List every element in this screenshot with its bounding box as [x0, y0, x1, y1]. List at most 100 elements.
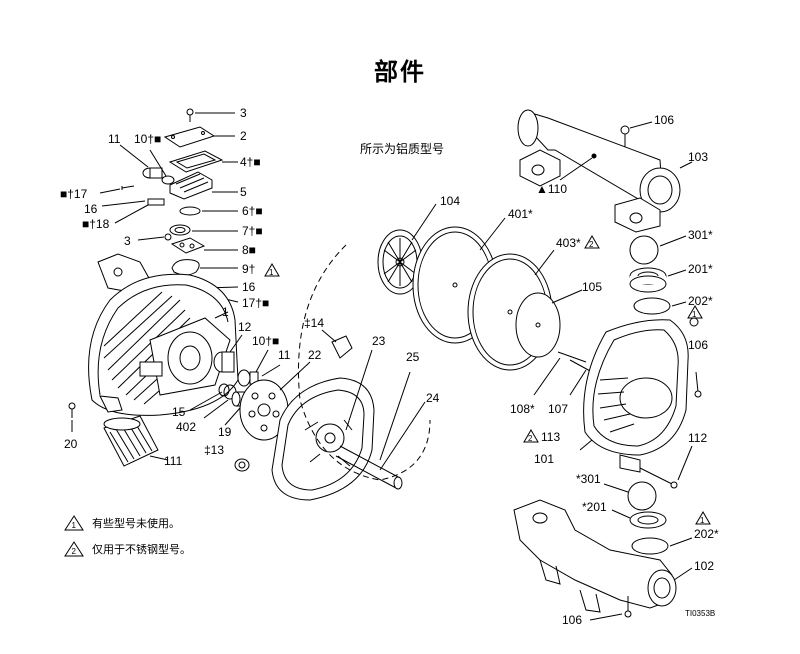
- screw-3-top: [186, 108, 235, 122]
- nut-13: [234, 458, 250, 472]
- part-label: 10†■: [134, 132, 161, 146]
- oring-202-top: [633, 297, 687, 315]
- warn-num: 1: [692, 310, 697, 319]
- ring-10-top: [149, 149, 175, 185]
- note-2: 2 仅用于不锈钢型号。: [64, 538, 191, 560]
- part-label: 106: [562, 613, 582, 627]
- part-label: 104: [440, 194, 460, 208]
- part-label: 15: [172, 405, 186, 419]
- warning-triangle-icon: 2: [64, 541, 84, 557]
- part-label: 301*: [688, 228, 713, 242]
- screw-3-lower: [137, 233, 172, 241]
- part-label: 3: [124, 234, 131, 248]
- muffler-111: [103, 415, 169, 467]
- part-label: 25: [406, 350, 420, 364]
- part-label: 9†: [242, 262, 255, 276]
- warning-triangle-icon: 1: [64, 515, 84, 531]
- cover-plate-2: [163, 126, 235, 148]
- part-label: ■†18: [82, 217, 110, 231]
- part-label: 111: [164, 454, 183, 468]
- warning-triangle-icon: [523, 429, 539, 443]
- part-label: 201*: [688, 262, 713, 276]
- note-number: 1: [72, 521, 77, 530]
- part-label: 11: [108, 132, 121, 146]
- part-label: *201: [582, 500, 607, 514]
- fitting-11-top: [119, 144, 163, 179]
- warning-triangle-icon: [687, 305, 703, 319]
- part-label: 113: [541, 430, 560, 444]
- screw-106-bottom: [589, 596, 632, 621]
- part-label: 102: [694, 559, 714, 573]
- drawing-code: TI0353B: [685, 609, 716, 618]
- warning-triangle-icon: [584, 235, 600, 249]
- part-label: 108*: [510, 402, 535, 416]
- part-label: 12: [238, 320, 252, 334]
- part-label: 16: [242, 280, 256, 294]
- bolt-112: [639, 445, 693, 489]
- parts-10-11-lower: [237, 349, 281, 387]
- oring-202-bottom: [631, 537, 693, 555]
- part-label: 22: [308, 348, 322, 362]
- ball-301-bottom: [603, 481, 657, 511]
- shaft-24: [335, 401, 426, 490]
- part-label: 16: [84, 202, 98, 216]
- ball-301-top: [629, 235, 687, 265]
- diaphragm-105: [515, 289, 583, 358]
- part-label: ▲110: [536, 182, 567, 196]
- part-label: 10†■: [252, 334, 279, 348]
- assembly-dashed-line: [297, 244, 431, 481]
- part-label: 4†■: [240, 155, 261, 169]
- seal-7: [169, 224, 238, 236]
- plate-8: [170, 237, 238, 254]
- warning-triangle-icon: [695, 511, 711, 525]
- screw-20: [68, 402, 76, 432]
- part-label: 107: [548, 402, 568, 416]
- air-housing-1: [88, 253, 239, 416]
- page-title: 部件: [374, 59, 426, 86]
- part-label: 19: [218, 425, 232, 439]
- part-label: 23: [372, 334, 386, 348]
- part-label: 20: [64, 437, 78, 451]
- part-label: 1: [222, 305, 229, 319]
- part-label: 202*: [688, 294, 713, 308]
- note-text: 有些型号未使用。: [92, 518, 180, 530]
- seat-201-bottom: [611, 509, 667, 529]
- gasket-9: [171, 259, 238, 276]
- part-label: ‡14: [304, 316, 324, 330]
- fitting-14: [321, 329, 353, 359]
- part-label: 6†■: [242, 204, 263, 218]
- part-label: 11: [278, 348, 291, 362]
- part-label: 24: [426, 391, 440, 405]
- part-label: 2: [240, 129, 247, 143]
- notes-legend: 1 有些型号未使用。 2 仅用于不锈钢型号。: [64, 512, 191, 564]
- warning-triangle-icon: [264, 263, 280, 277]
- note-number: 2: [72, 547, 77, 556]
- pin-17-16-18: [99, 185, 165, 224]
- leader-25: [379, 371, 411, 461]
- air-valve-5: [169, 171, 238, 200]
- note-text: 仅用于不锈钢型号。: [92, 544, 191, 556]
- warn-num: 1: [269, 268, 274, 277]
- part-label: ‡13: [204, 443, 224, 457]
- seat-201-top: [629, 267, 687, 293]
- fluid-cover-101: [579, 317, 699, 473]
- part-label: 106: [688, 338, 708, 352]
- part-label: 105: [582, 280, 602, 294]
- note-1: 1 有些型号未使用。: [64, 512, 191, 534]
- part-label: 402: [176, 420, 196, 434]
- screw-106-top: [620, 121, 653, 148]
- part-label: ■†17: [60, 187, 88, 201]
- warn-num: 2: [589, 240, 594, 249]
- part-label: 106: [654, 113, 674, 127]
- part-label: 17†■: [242, 296, 269, 310]
- bolts-108-107: [533, 351, 593, 396]
- screw-106-mid: [694, 371, 702, 398]
- inlet-manifold-102: [513, 499, 693, 613]
- outlet-manifold-103: [517, 109, 693, 233]
- part-label: 3: [240, 106, 247, 120]
- bushing-12: [213, 334, 243, 373]
- part-label: 8■: [242, 243, 256, 257]
- subtitle: 所示为铝质型号: [360, 142, 445, 156]
- diaphragm-plate-23: [271, 349, 375, 501]
